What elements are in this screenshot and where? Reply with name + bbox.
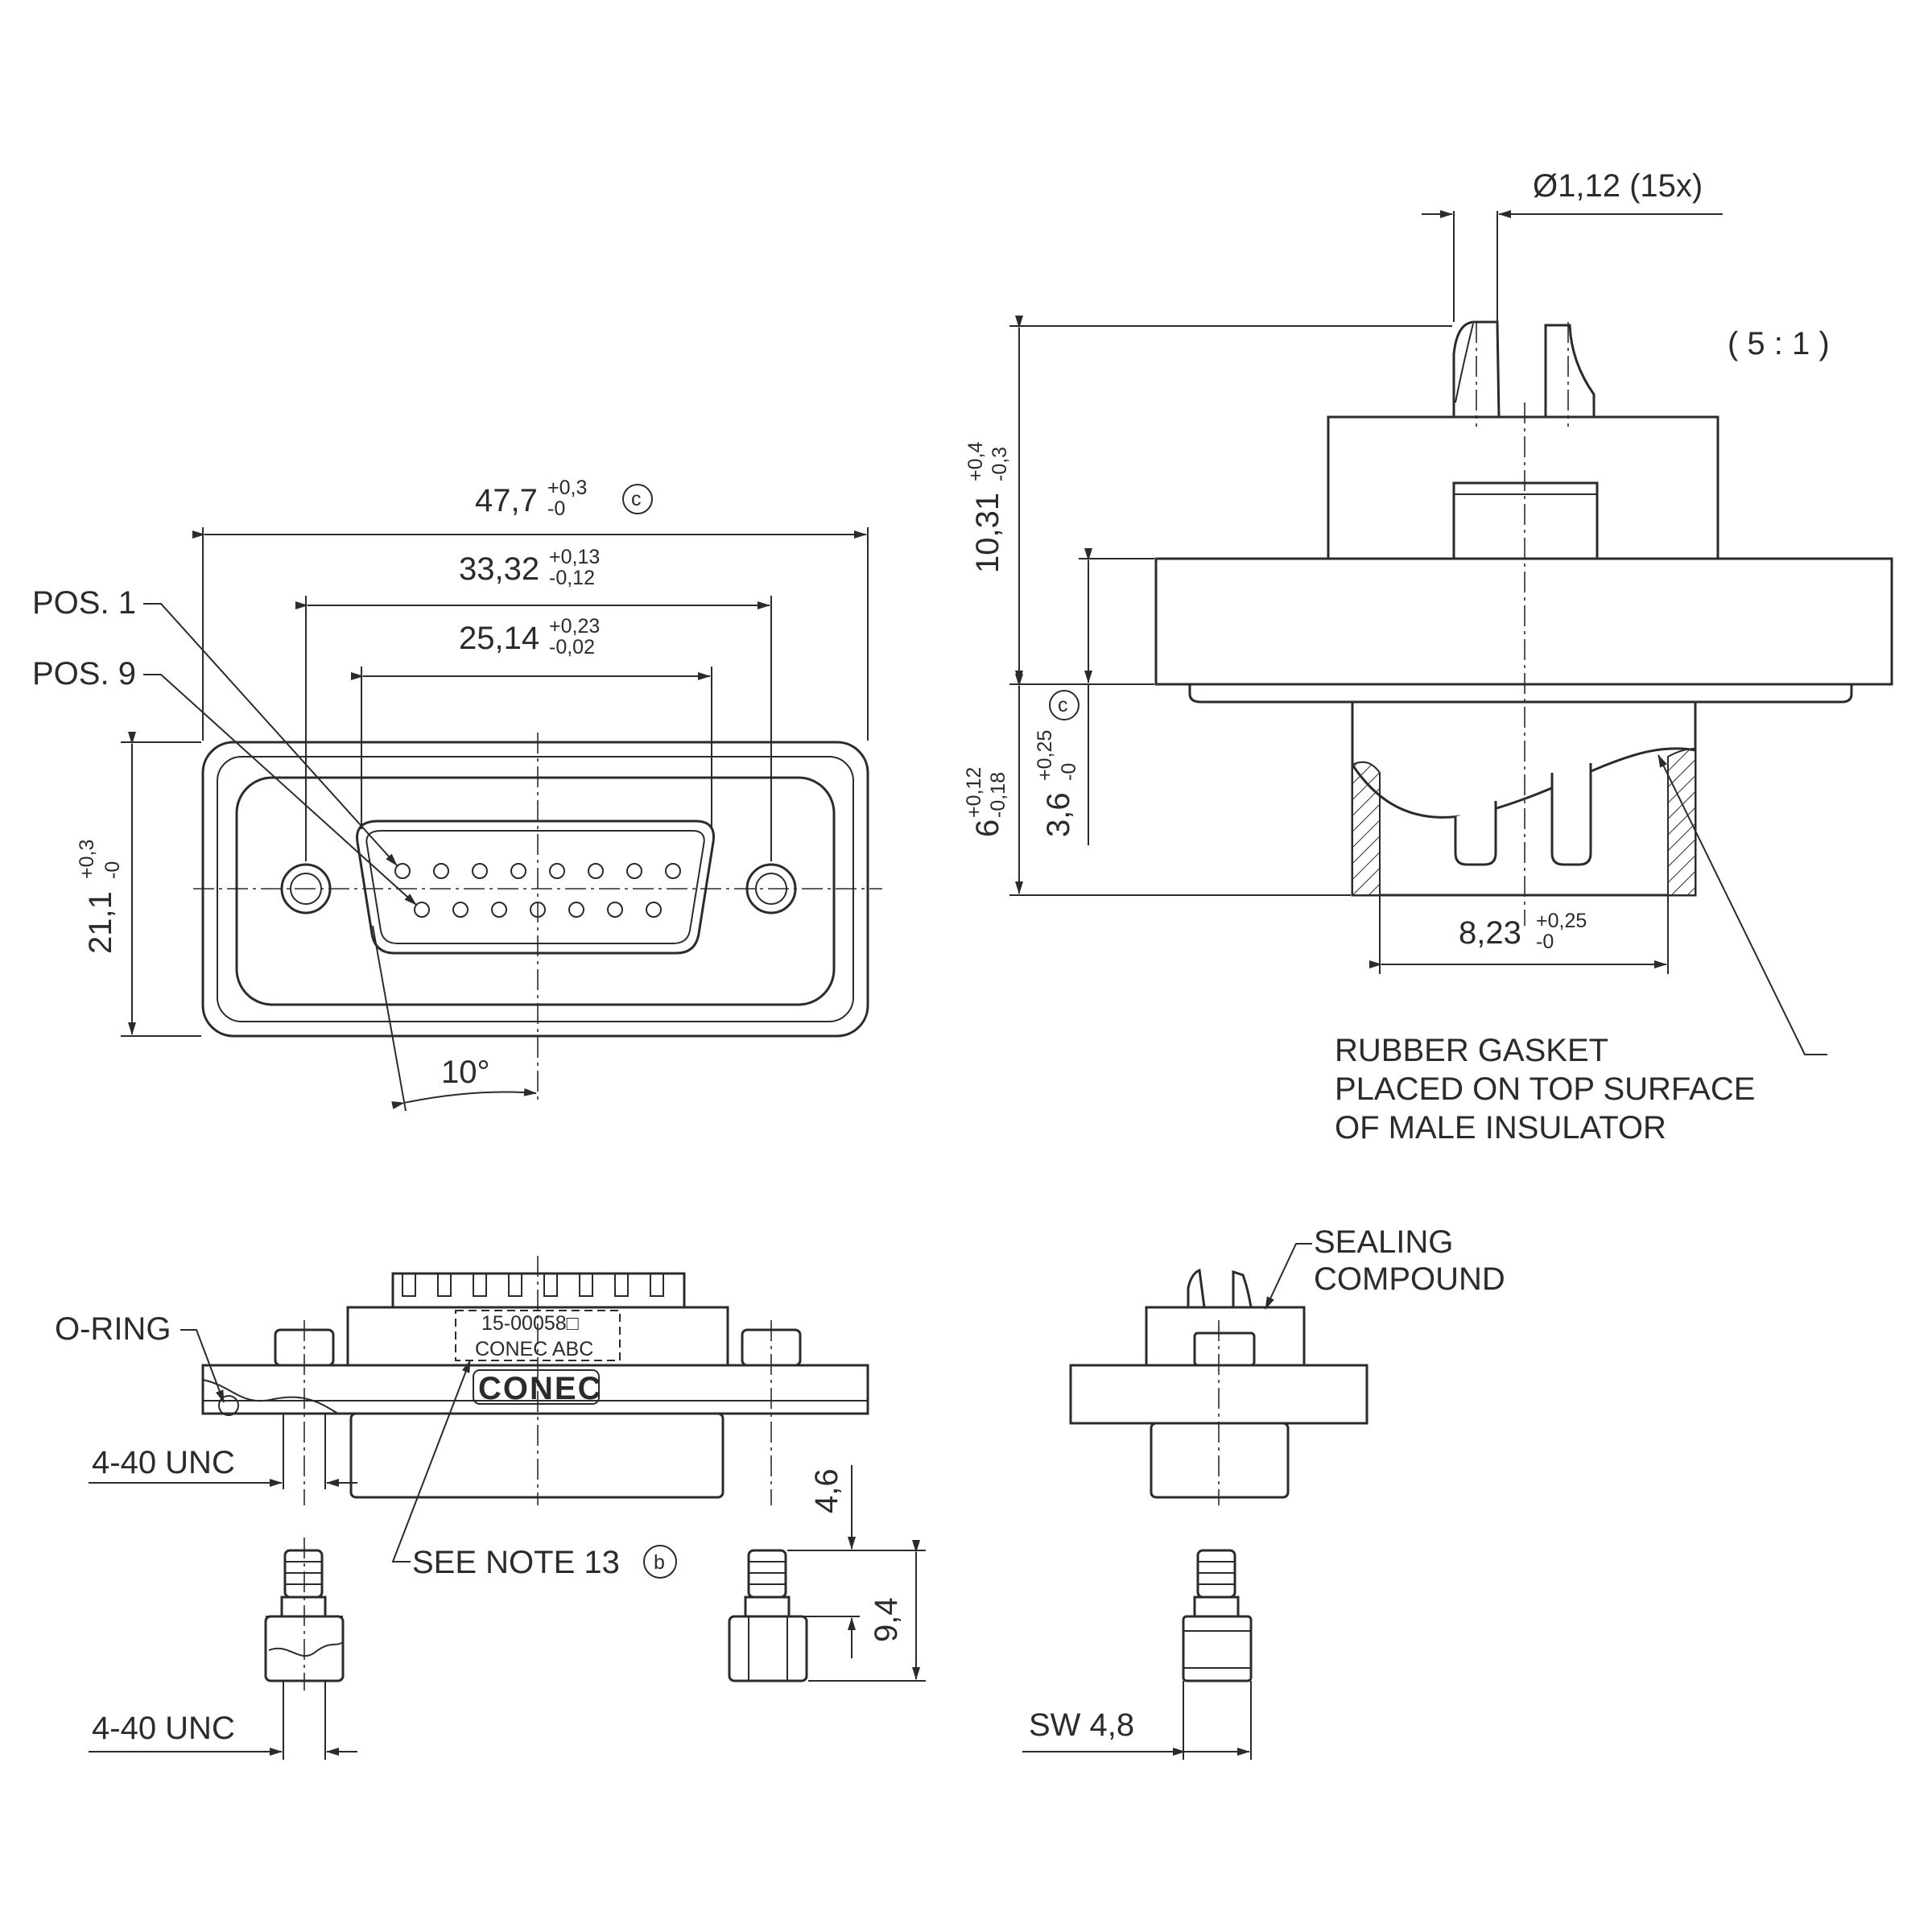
dim-overall-tol-lower: -0 [547, 497, 565, 520]
dim-shell-tol-upper: +0,23 [549, 615, 600, 638]
bottom-left-view: 15-00058□ CONEC ABC CONEC 4-40 UNC O-RIN… [55, 1256, 926, 1760]
front-body-outline [235, 776, 836, 1006]
dim-width-tol-upper: +0,25 [1536, 910, 1587, 932]
flange-bottom [201, 1364, 869, 1415]
see-note-mark: b [654, 1551, 665, 1574]
unc-top-label: 4-40 UNC [92, 1445, 235, 1480]
dim-4-6-label: 4,6 [809, 1468, 844, 1513]
dim-width-tol-lower: -0 [1536, 931, 1554, 953]
part-number-label: 15-00058□ [481, 1312, 580, 1335]
dim-9-4-label: 9,4 [869, 1597, 904, 1642]
dim-below-value: 6 [970, 819, 1005, 837]
contact-comb [391, 1272, 686, 1309]
gasket-note-line3: OF MALE INSULATOR [1335, 1110, 1666, 1146]
dim-shell-depth-tol-upper: +0,25 [1034, 730, 1056, 781]
dim-overall-tol-upper: +0,3 [547, 477, 587, 499]
see-note-label: SEE NOTE 13 [412, 1545, 620, 1580]
d-shell-outer [356, 819, 716, 955]
sw-label: SW 4,8 [1029, 1707, 1134, 1743]
dim-below-tol-lower: -0,18 [987, 772, 1009, 818]
dim-width-value: 8,23 [1459, 915, 1521, 951]
o-ring-circle [218, 1395, 239, 1416]
logo-text: CONEC [478, 1371, 602, 1406]
pin-right-lower [1550, 763, 1592, 866]
pin-left-lower [1454, 801, 1497, 866]
dim-overall-value: 47,7 [475, 483, 538, 518]
sealing-label-line1: SEALING [1314, 1224, 1453, 1260]
d-shell-inner [365, 830, 705, 944]
br-screw-nut [1182, 1615, 1253, 1682]
mark-c-circle [622, 484, 653, 514]
screw-right-nut [728, 1615, 808, 1682]
pin-diameter-label: Ø1,12 (15x) [1533, 168, 1703, 204]
dim-shell-tol-lower: -0,02 [549, 636, 595, 658]
dim-pin-height-value: 10,31 [970, 493, 1005, 573]
lower-shell-bottom [349, 1412, 724, 1499]
marking-label: CONEC ABC [475, 1338, 593, 1360]
br-lower-shell [1150, 1422, 1290, 1499]
o-ring-label: O-RING [55, 1311, 171, 1347]
dim-height-tol-lower: -0 [101, 861, 124, 879]
dim-pin-height-tol-lower: -0,3 [989, 447, 1011, 481]
dim-overall-mark: c [631, 488, 642, 510]
dim-mount-tol-upper: +0,13 [549, 546, 600, 568]
gasket-note-line1: RUBBER GASKET [1335, 1033, 1608, 1068]
dim-mount-value: 33,32 [459, 551, 539, 587]
side-view: Ø1,12 (15x) ( 5 : 1 ) 10,31 +0,4 -0,3 3,… [963, 168, 1893, 1146]
br-key [1193, 1331, 1256, 1367]
pos1-label: POS. 1 [32, 585, 136, 621]
pin-right-top [1544, 324, 1596, 419]
angle-label: 10° [441, 1055, 490, 1090]
logo-frame [473, 1369, 600, 1405]
dim-height-value: 21,1 [83, 891, 118, 954]
contact-pins [394, 863, 681, 918]
dim-shell-value: 25,14 [459, 621, 539, 656]
dim-shell-depth-tol-lower: -0 [1058, 763, 1080, 781]
bottom-right-view: SEALING COMPOUND SW 4,8 [1022, 1224, 1505, 1760]
unc-bottom-label: 4-40 UNC [92, 1711, 235, 1746]
break-line [1351, 747, 1696, 819]
side-flange [1154, 557, 1893, 686]
dim-below-tol-upper: +0,12 [963, 767, 985, 818]
dim-shell-depth-mark: c [1058, 694, 1068, 716]
dim-shell-depth-value: 3,6 [1041, 792, 1076, 837]
scale-label: ( 5 : 1 ) [1728, 326, 1830, 361]
dim-mount-tol-lower: -0,12 [549, 567, 595, 589]
dim-height-tol-upper: +0,3 [76, 840, 98, 879]
pos9-label: POS. 9 [32, 656, 136, 691]
gasket-note-line2: PLACED ON TOP SURFACE [1335, 1071, 1755, 1107]
front-view: 47,7 +0,3 -0 c 33,32 +0,13 -0,12 25,14 +… [32, 477, 882, 1112]
side-key-window [1452, 481, 1599, 559]
dim-pin-height-tol-upper: +0,4 [964, 442, 987, 481]
side-gasket-strip [1188, 683, 1853, 704]
sealing-label-line2: COMPOUND [1314, 1261, 1505, 1297]
